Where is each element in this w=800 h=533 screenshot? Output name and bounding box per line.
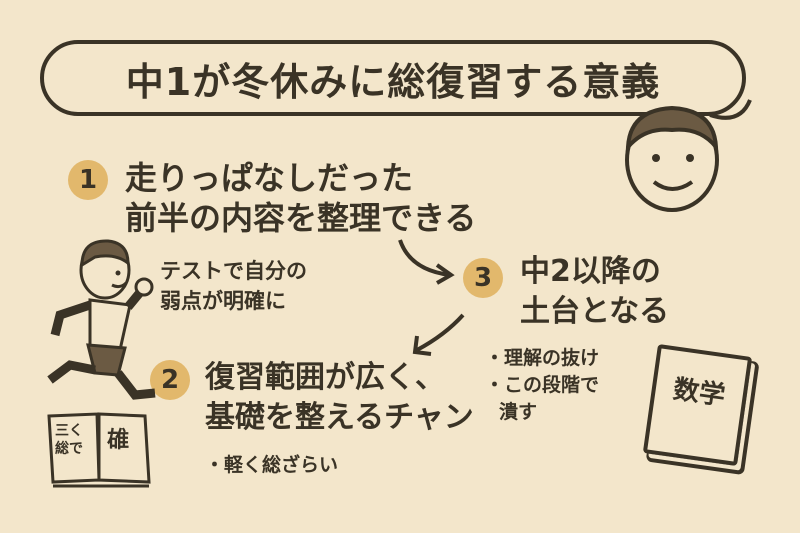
bullet: 潰す (499, 401, 538, 423)
open-book-illustration: 三く 総で 䧺 (45, 410, 153, 488)
point-2-bullets: ・軽く総ざらい (205, 452, 338, 479)
badge-number: 3 (473, 263, 493, 293)
point-3-line: 土台となる (520, 294, 670, 329)
note-line: テストで自分の (160, 259, 307, 283)
bullet: ・この段階で (485, 374, 600, 396)
badge-number: 2 (160, 365, 180, 395)
badge-number: 1 (78, 165, 98, 195)
point-1-note: テストで自分の 弱点が明確に (160, 256, 307, 316)
title-bubble-tail (709, 99, 752, 120)
point-3-line: 中2以降の (520, 254, 661, 289)
point-2-line: 基礎を整えるチャン (205, 400, 474, 435)
point-2-line: 復習範囲が広く、 (205, 360, 445, 395)
book-left-text: 三く 総で (55, 422, 83, 458)
point-1-line: 前半の内容を整理できる (125, 199, 477, 237)
book-right-text: 䧺 (107, 428, 130, 453)
bullet: ・軽く総ざらい (205, 454, 339, 476)
running-boy-illustration (47, 239, 156, 400)
math-book-title: 数学 (671, 374, 728, 412)
badge-2: 2 (150, 360, 190, 400)
book-text: 三く (55, 423, 83, 439)
point-3-text: 中2以降の 土台となる (520, 252, 669, 332)
boy-face-illustration (625, 105, 719, 212)
arrow-3-to-2 (412, 313, 465, 356)
point-3-bullets: ・理解の抜け ・この段階で 潰す (485, 345, 599, 426)
point-1-text: 走りっぱなしだった 前半の内容を整理できる (125, 158, 476, 238)
point-2-text: 復習範囲が広く、 基礎を整えるチャン (205, 358, 474, 438)
title-banner: 中1が冬休みに総復習する意義 (40, 40, 746, 116)
badge-1: 1 (68, 160, 108, 200)
badge-3: 3 (463, 258, 503, 298)
bullet: ・理解の抜け (485, 347, 600, 369)
math-book-illustration: 数学 (642, 343, 753, 467)
book-text: 総で (55, 441, 83, 457)
note-line: 弱点が明確に (160, 289, 286, 313)
point-1-line: 走りっぱなしだった (125, 159, 414, 197)
page-title: 中1が冬休みに総復習する意義 (125, 59, 661, 104)
arrow-1-to-3 (398, 239, 455, 285)
